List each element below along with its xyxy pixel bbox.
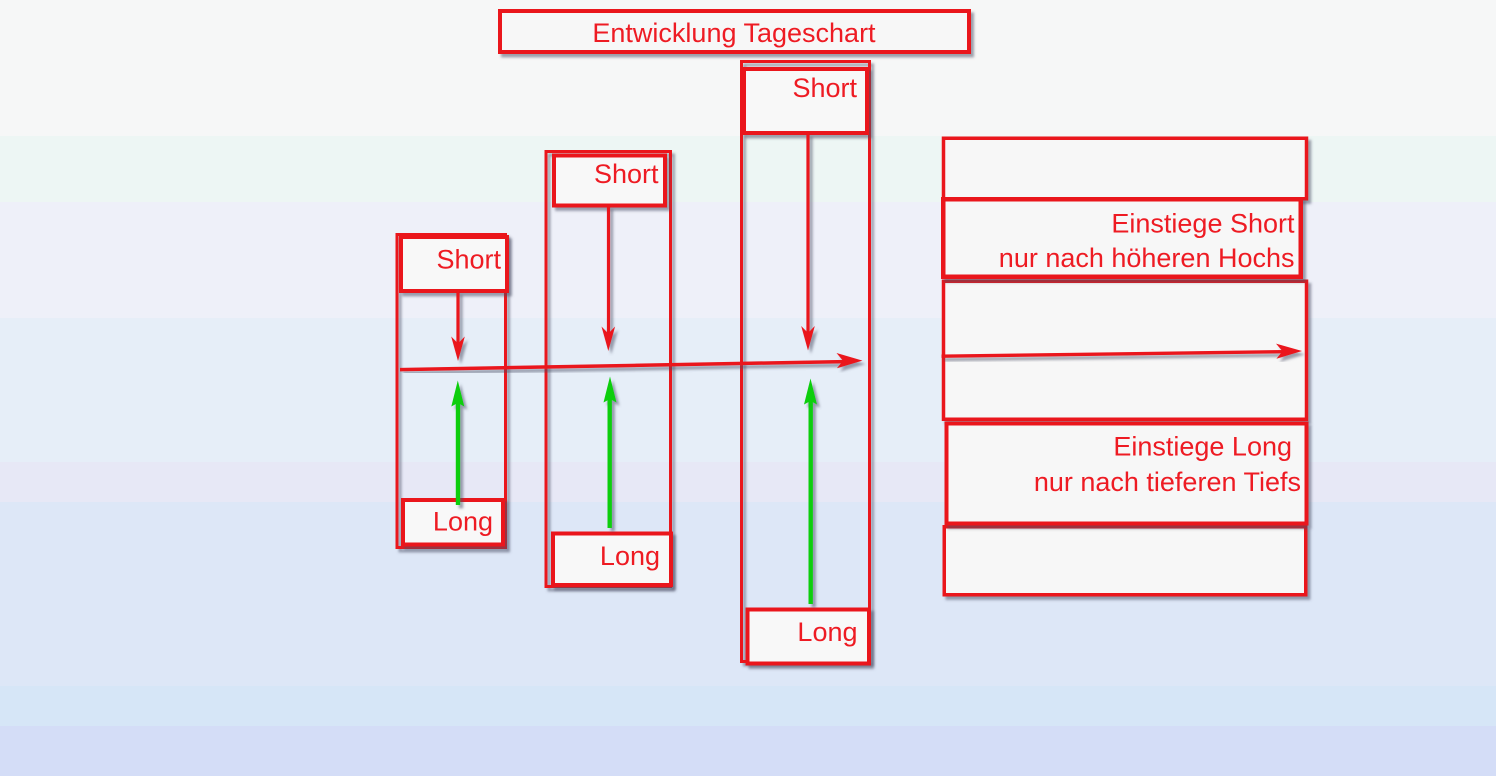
svg-text:Long: Long bbox=[600, 541, 660, 571]
svg-text:Einstiege Long: Einstiege Long bbox=[1113, 432, 1292, 462]
svg-text:Short: Short bbox=[436, 245, 501, 275]
svg-text:Long: Long bbox=[433, 507, 493, 537]
svg-text:nur nach höheren Hochs: nur nach höheren Hochs bbox=[999, 243, 1295, 273]
svg-text:Entwicklung Tageschart: Entwicklung Tageschart bbox=[592, 18, 876, 48]
svg-text:Long: Long bbox=[797, 617, 857, 647]
svg-text:nur nach tieferen Tiefs: nur nach tieferen Tiefs bbox=[1034, 467, 1301, 497]
svg-text:Einstiege Short: Einstiege Short bbox=[1111, 209, 1295, 239]
svg-text:Short: Short bbox=[594, 159, 659, 189]
svg-text:Short: Short bbox=[792, 73, 857, 103]
